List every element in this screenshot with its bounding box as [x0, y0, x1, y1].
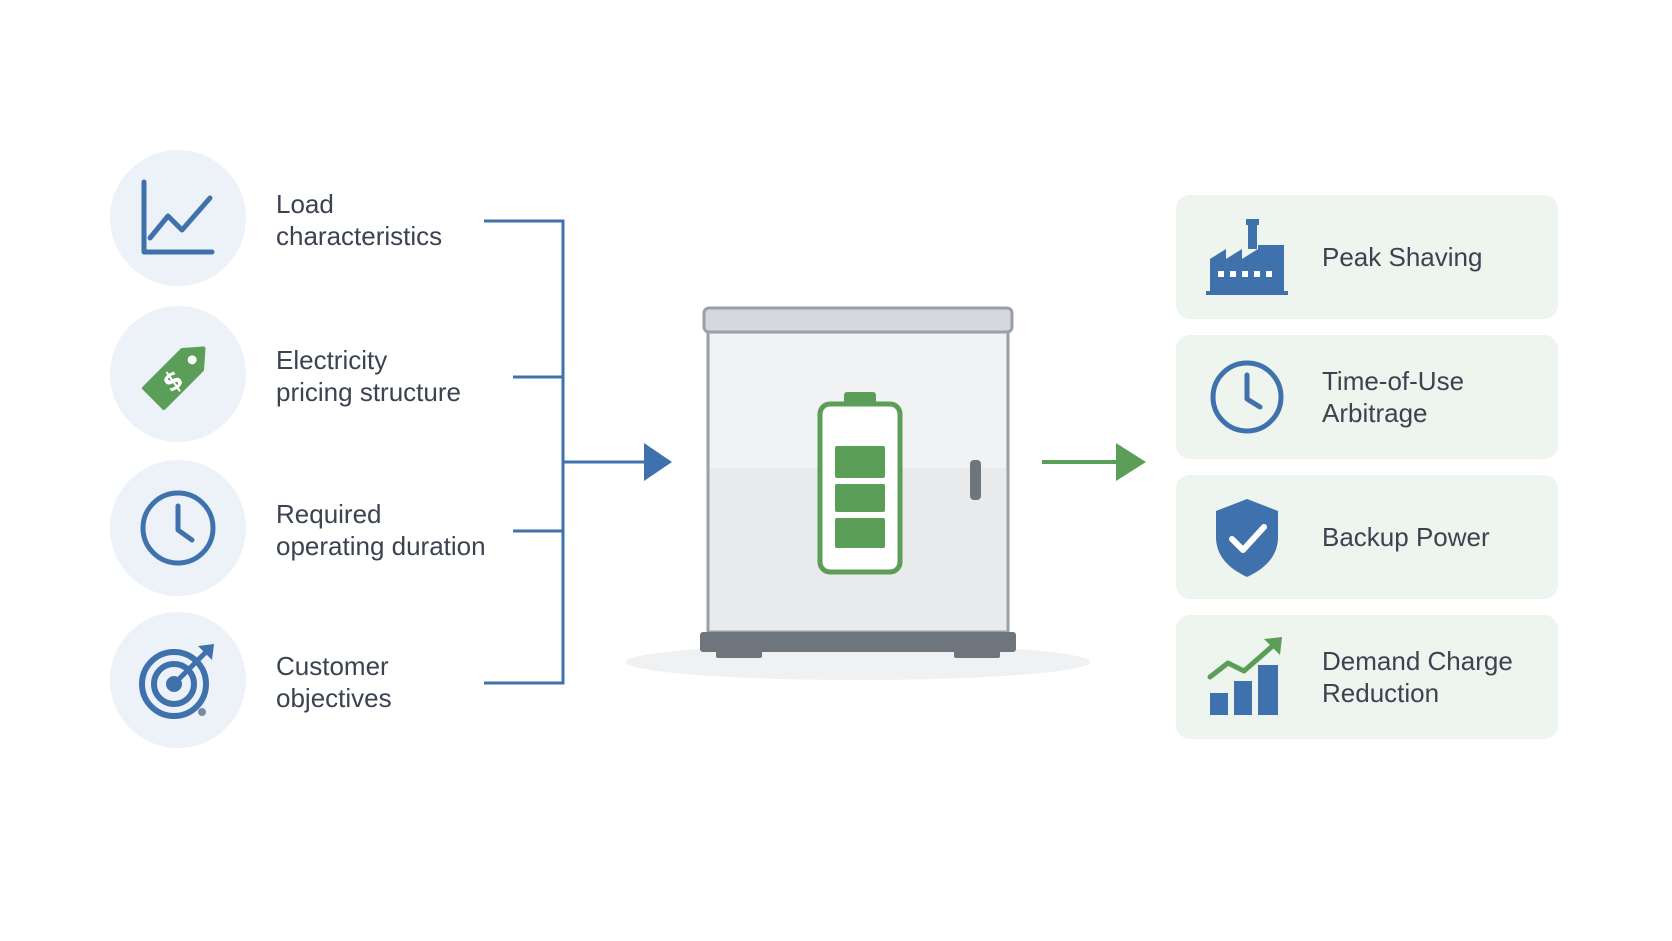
cabinet-base	[700, 632, 1016, 652]
input-load-characteristics: Load characteristics	[110, 150, 530, 290]
output-demand-charge-reduction: Demand Charge Reduction	[1176, 615, 1558, 739]
icon-slot	[1206, 495, 1288, 579]
output-peak-shaving: Peak Shaving	[1176, 195, 1558, 319]
line-chart-icon	[141, 179, 215, 255]
icon-slot	[1206, 215, 1288, 299]
clock-icon	[140, 490, 216, 566]
cabinet-top	[702, 306, 1014, 334]
input-label-line: operating duration	[276, 531, 486, 561]
output-label-line: Reduction	[1322, 678, 1440, 708]
input-label-line: objectives	[276, 683, 392, 713]
shield-check-icon	[1216, 499, 1278, 577]
input-arrow-head	[644, 443, 672, 481]
icon-circle	[110, 612, 246, 748]
input-label-line: Electricity	[276, 345, 388, 375]
input-label-line: characteristics	[276, 221, 443, 251]
output-label: Backup Power	[1322, 475, 1552, 599]
input-operating-duration: Required operating duration	[110, 460, 530, 600]
icon-circle: $	[110, 306, 246, 442]
cabinet-handle	[970, 460, 981, 500]
bracket-line	[484, 219, 565, 685]
input-label: Load characteristics	[276, 188, 536, 252]
input-electricity-pricing: $ Electricity pricing structure	[110, 306, 530, 446]
input-label-line: pricing structure	[276, 377, 461, 407]
input-label-line: Customer	[276, 651, 389, 681]
output-label-line: Arbitrage	[1322, 398, 1428, 428]
output-label: Peak Shaving	[1322, 195, 1552, 319]
icon-circle	[110, 150, 246, 286]
icon-slot	[1206, 635, 1288, 719]
clock-icon	[1210, 360, 1284, 434]
output-label: Time-of-Use Arbitrage	[1322, 335, 1552, 459]
input-label: Required operating duration	[276, 498, 536, 562]
output-arrow-head	[1116, 443, 1146, 481]
output-time-of-use-arbitrage: Time-of-Use Arbitrage	[1176, 335, 1558, 459]
input-label: Customer objectives	[276, 650, 536, 714]
output-backup-power: Backup Power	[1176, 475, 1558, 599]
input-label-line: Load	[276, 189, 334, 219]
output-label: Demand Charge Reduction	[1322, 615, 1552, 739]
output-label-line: Demand Charge	[1322, 646, 1513, 676]
output-label-line: Time-of-Use	[1322, 366, 1465, 396]
target-icon	[139, 644, 214, 719]
growth-chart-icon	[1207, 637, 1282, 715]
price-tag-icon: $	[142, 346, 206, 410]
icon-circle	[110, 460, 246, 596]
battery-icon	[817, 392, 903, 575]
output-label-line: Backup Power	[1322, 522, 1490, 552]
output-label-line: Peak Shaving	[1322, 242, 1483, 272]
input-label-line: Required	[276, 499, 382, 529]
input-customer-objectives: Customer objectives	[110, 612, 530, 752]
input-label: Electricity pricing structure	[276, 344, 536, 408]
icon-slot	[1206, 355, 1288, 439]
factory-icon	[1206, 219, 1288, 295]
battery-cabinet-icon	[626, 306, 1090, 680]
